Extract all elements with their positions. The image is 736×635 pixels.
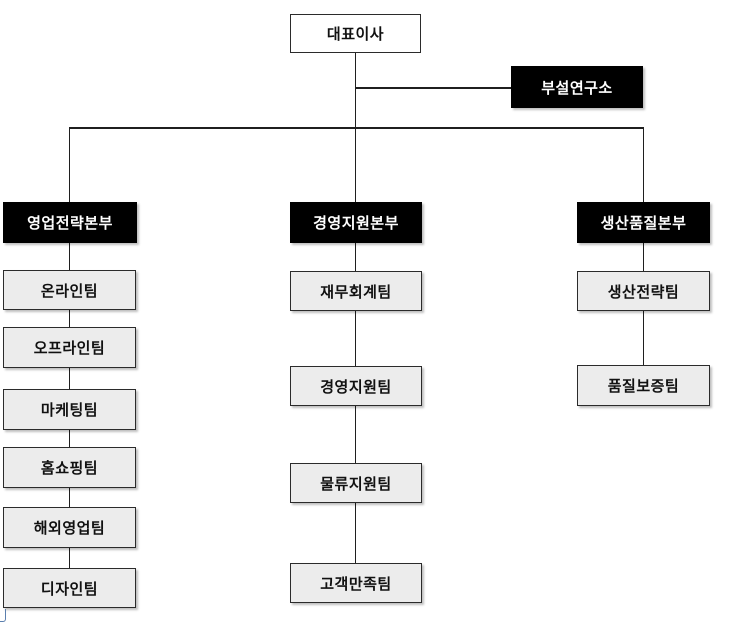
team-finance-accounting-label: 재무회계팀 <box>320 283 392 301</box>
research-institute-box: 부설연구소 <box>511 66 643 108</box>
team-quality-assurance-label: 품질보증팀 <box>607 378 680 395</box>
connector-left-4 <box>68 430 70 447</box>
ceo-label: 대표이사 <box>326 26 385 43</box>
team-production-strategy-label: 생산전략팀 <box>607 283 680 301</box>
division-management-support-label: 경영지원본부 <box>313 215 399 232</box>
team-home-shopping-box: 홈쇼핑팀 <box>3 447 136 488</box>
team-online-label: 온라인팀 <box>40 282 99 300</box>
team-customer-satisfaction-box: 고객만족팀 <box>290 563 422 603</box>
team-logistics-support-label: 물류지원팀 <box>320 475 392 493</box>
team-management-support-box: 경영지원팀 <box>290 366 422 406</box>
connector-distribution <box>68 127 644 129</box>
team-logistics-support-box: 물류지원팀 <box>290 463 422 503</box>
team-quality-assurance-box: 품질보증팀 <box>577 365 710 406</box>
connector-mid-1 <box>354 243 356 271</box>
division-sales-strategy-label: 영업전략본부 <box>27 215 113 232</box>
team-customer-satisfaction-label: 고객만족팀 <box>320 575 392 593</box>
connector-right-2 <box>642 310 644 365</box>
connector-left-3 <box>68 368 70 389</box>
connector-left-2 <box>68 310 70 327</box>
connector-drop-left <box>68 127 70 202</box>
connector-mid-2 <box>354 311 356 366</box>
ceo-box: 대표이사 <box>290 14 421 53</box>
team-design-label: 디자인팀 <box>40 580 99 598</box>
team-design-box: 디자인팀 <box>3 568 136 608</box>
team-marketing-box: 마케팅팀 <box>3 389 136 430</box>
team-production-strategy-box: 생산전략팀 <box>577 271 710 311</box>
division-production-quality-label: 생산품질본부 <box>600 215 687 232</box>
clipped-text-artifact <box>0 609 6 622</box>
connector-research-branch <box>354 87 512 89</box>
team-home-shopping-label: 홈쇼핑팀 <box>40 460 99 477</box>
connector-mid-4 <box>354 503 356 563</box>
team-marketing-label: 마케팅팀 <box>40 402 99 419</box>
team-online-box: 온라인팀 <box>3 270 136 310</box>
connector-ceo-trunk <box>354 53 356 128</box>
team-overseas-sales-label: 해외영업팀 <box>33 520 106 537</box>
team-offline-label: 오프라인팀 <box>33 340 106 357</box>
team-offline-box: 오프라인팀 <box>3 327 136 368</box>
connector-left-6 <box>68 548 70 568</box>
team-management-support-label: 경영지원팀 <box>320 378 392 396</box>
division-sales-strategy-box: 영업전략본부 <box>3 202 137 243</box>
connector-left-5 <box>68 488 70 507</box>
connector-mid-3 <box>354 406 356 463</box>
connector-right-1 <box>642 243 644 271</box>
division-management-support-box: 경영지원본부 <box>290 202 422 243</box>
connector-drop-middle <box>354 127 356 202</box>
team-overseas-sales-box: 해외영업팀 <box>3 507 136 548</box>
division-production-quality-box: 생산품질본부 <box>577 202 710 243</box>
connector-left-1 <box>68 242 70 270</box>
team-finance-accounting-box: 재무회계팀 <box>290 271 422 311</box>
research-institute-label: 부설연구소 <box>541 79 613 97</box>
connector-drop-right <box>642 127 644 202</box>
